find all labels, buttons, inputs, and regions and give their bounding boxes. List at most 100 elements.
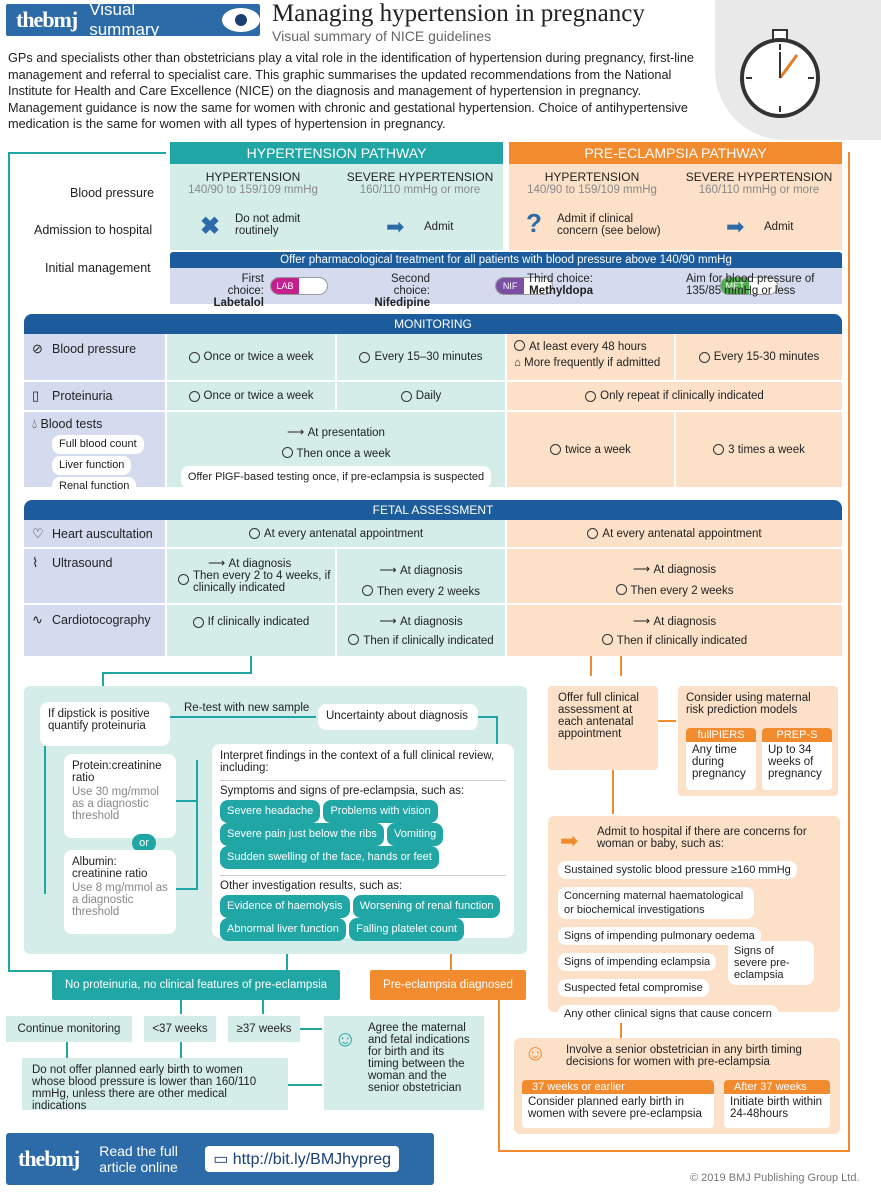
beaker-icon: ▯: [32, 388, 40, 403]
divider: [335, 549, 337, 656]
cell-text: At every antenatal appointment: [263, 527, 424, 540]
monitoring-header: MONITORING: [24, 314, 842, 334]
connector: [288, 1084, 322, 1086]
fetal-heart-hyp: At every antenatal appointment: [167, 520, 505, 547]
col-name: SEVERE HYPERTENSION: [346, 170, 494, 184]
connector: [250, 656, 252, 672]
acr-note: Use 8 mg/mmol as a diagnostic threshold: [72, 882, 168, 918]
divider: [24, 603, 842, 605]
drop-icon: 💧︎: [32, 417, 41, 431]
visual-summary-label: Visual summary: [89, 0, 160, 39]
blood-test-tags: Full blood count Liver function Renal fu…: [52, 434, 144, 497]
concern-list: Sustained systolic blood pressure ≥160 m…: [558, 860, 834, 1024]
link-icon: ▭: [213, 1151, 233, 1168]
w37-card: 37 weeks or earlier Consider planned ear…: [522, 1080, 714, 1128]
nifedipine-pill-icon: NIF: [495, 277, 554, 295]
symptom-tag: Severe headache: [220, 800, 321, 823]
mon-prot-label: ▯Proteinuria: [24, 382, 165, 410]
blood-test-tag: Full blood count: [52, 435, 144, 454]
arrow-icon: ⟶: [632, 562, 654, 576]
connector: [848, 152, 850, 1152]
arrow-icon: ⟶: [379, 614, 400, 628]
cell-text: At diagnosis: [228, 558, 292, 570]
clock-icon: [359, 351, 371, 363]
connector: [196, 760, 198, 890]
admission-hyp: Do not admit routinely: [235, 213, 301, 237]
ultrasound-icon: ⌇: [32, 555, 39, 570]
symptom-tag: Severe pain just below the ribs: [220, 823, 384, 846]
mon-blood-hyp: ⟶ At presentation Then once a week Offer…: [167, 422, 505, 490]
clock-icon: [740, 29, 820, 118]
first-choice-drug: Labetalol: [213, 297, 264, 309]
clock-icon: [188, 390, 200, 402]
col-name: HYPERTENSION: [544, 170, 640, 184]
w37-title: 37 weeks or earlier: [522, 1080, 714, 1094]
connector: [180, 1000, 182, 1014]
first-choice-label: First choice:: [227, 273, 264, 297]
divider: [335, 334, 337, 410]
fullpiers-card: fullPIERS Any time during pregnancy: [686, 728, 756, 790]
connector: [450, 954, 452, 970]
no-preeclampsia-box: No proteinuria, no clinical features of …: [52, 970, 340, 1000]
fetal-header: FETAL ASSESSMENT: [24, 500, 842, 520]
fetal-us-pe: ⟶ At diagnosis Then every 2 weeks: [507, 559, 842, 602]
hypertension-pathway-header: HYPERTENSION PATHWAY: [170, 142, 503, 164]
or-badge: or: [132, 834, 156, 852]
cell-text: At diagnosis: [653, 616, 717, 628]
col-bp: 140/90 to 159/109 mmHg: [527, 184, 657, 196]
cross-icon: ✖: [200, 213, 221, 240]
arrow-right-icon: ➡: [386, 214, 405, 239]
after37-title: After 37 weeks: [724, 1080, 830, 1094]
fetal-heart-pe: At every antenatal appointment: [507, 520, 842, 547]
mon-blood-label: 💧︎ Blood tests: [32, 417, 102, 432]
connector: [300, 1028, 322, 1030]
gauge-icon: ⊘: [32, 341, 43, 356]
symptom-tag: Vomiting: [387, 823, 444, 846]
connector: [478, 716, 498, 718]
cell-text: Only repeat if clinically indicated: [600, 390, 764, 402]
after37-text: Initiate birth within 24-48hours: [730, 1096, 823, 1120]
admission-pe-severe: Admit: [764, 221, 794, 233]
cell-text: Then once a week: [296, 448, 391, 460]
connector: [620, 1012, 622, 1038]
no-early-birth-box: Do not offer planned early birth to wome…: [22, 1058, 288, 1112]
fetal-us-label: ⌇Ultrasound: [24, 549, 165, 577]
connector: [66, 1042, 68, 1058]
clock-icon: [698, 351, 710, 363]
mon-bp-label: ⊘Blood pressure: [24, 334, 165, 364]
cell-text: Once or twice a week: [203, 390, 314, 402]
baby-icon: ☺: [334, 1026, 357, 1051]
admission-severe: Admit: [424, 221, 454, 233]
treatment-banner: Offer pharmacological treatment for all …: [170, 252, 842, 268]
preeclampsia-pathway-header: PRE-ECLAMPSIA PATHWAY: [509, 142, 842, 164]
pill-tag: MET: [721, 278, 750, 294]
connector: [498, 998, 500, 1150]
clock-icon: [713, 444, 725, 455]
url-text: http://bit.ly/BMJhypreg: [232, 1151, 392, 1168]
footer-logo: thebmj: [18, 1146, 80, 1171]
concern-item: Any other clinical signs that cause conc…: [558, 1005, 778, 1023]
article-link[interactable]: ▭ http://bit.ly/BMJhypreg: [205, 1146, 400, 1172]
row-label-admission: Admission to hospital: [34, 223, 153, 237]
mon-bp-pe: At least every 48 hours ⌂ More frequentl…: [514, 340, 660, 369]
acr-box: Albumin: creatinine ratio Use 8 mg/mmol …: [64, 850, 176, 934]
clock-icon: [587, 528, 599, 539]
connector: [180, 1042, 182, 1058]
cell-text: Once or twice a week: [203, 351, 314, 363]
fullpiers-title: fullPIERS: [686, 728, 756, 742]
footer-bar: thebmj Read the full article online ▭ ht…: [6, 1133, 434, 1185]
clock-icon: [601, 634, 613, 645]
clock-icon: [281, 447, 293, 458]
clock-icon: [178, 574, 189, 585]
label-text: Blood tests: [40, 417, 103, 431]
cell-text: twice a week: [565, 443, 631, 456]
fetal-us-hyp: ⟶ At diagnosis Then every 2 to 4 weeks, …: [178, 556, 333, 594]
cell-text: At diagnosis: [399, 616, 463, 628]
fetal-labels-bg: [24, 520, 165, 656]
third-choice: Third choice: Methyldopa: [527, 273, 593, 297]
offer-assessment-box: Offer full clinical assessment at each a…: [548, 686, 658, 770]
after37-card: After 37 weeks Initiate birth within 24-…: [724, 1080, 830, 1128]
bmj-logo: thebmj: [16, 7, 78, 32]
connector: [612, 770, 614, 814]
mon-prot-pe: Only repeat if clinically indicated: [507, 382, 842, 410]
